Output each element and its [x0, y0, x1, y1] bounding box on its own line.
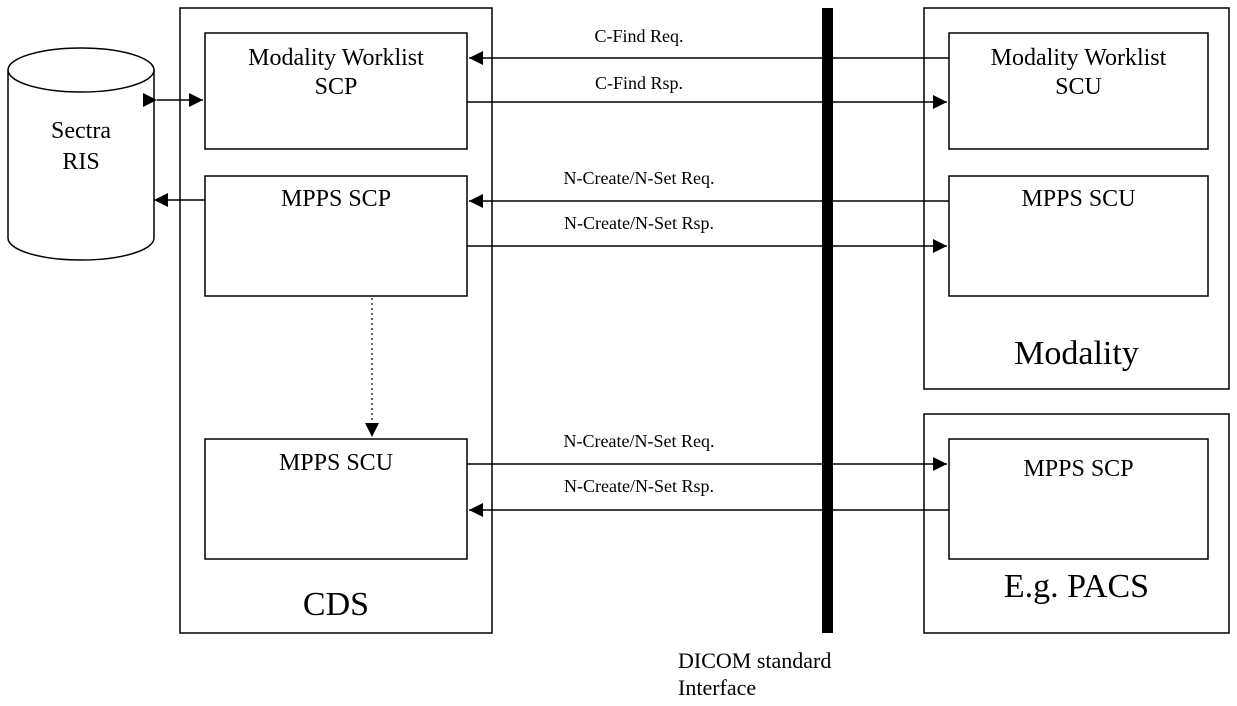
pacs-label: E.g. PACS	[1003, 568, 1150, 605]
cds-mpps-scp-label: MPPS SCP	[280, 186, 392, 212]
cfind-req-label: C-Find Req.	[594, 26, 684, 46]
cds-worklist-scp-box	[204, 32, 468, 150]
modality-container	[923, 7, 1230, 390]
cds-mpps-scp-box	[204, 175, 468, 297]
modality-worklist-scu-line1: Modality Worklist	[990, 45, 1167, 71]
modality-mpps-scu-label: MPPS SCU	[1021, 186, 1136, 212]
interface-label-line2: Interface	[678, 675, 757, 700]
modality-mpps-scu-box	[948, 175, 1209, 297]
modality-worklist-scu-box	[948, 32, 1209, 150]
cds-worklist-scp-line2: SCP	[314, 74, 358, 100]
cds-mpps-scu-label: MPPS SCU	[278, 450, 394, 476]
cds-mpps-scu-box	[204, 438, 468, 560]
interface-label-line1: DICOM standard	[678, 648, 832, 673]
database-label-line1: Sectra	[51, 118, 111, 144]
modality-label: Modality	[1014, 335, 1139, 372]
ncreate-rsp-bottom-label: N-Create/N-Set Rsp.	[564, 476, 714, 496]
ncreate-req-bottom-label: N-Create/N-Set Req.	[563, 431, 715, 451]
ncreate-req-top-label: N-Create/N-Set Req.	[563, 168, 715, 188]
cfind-rsp-label: C-Find Rsp.	[594, 73, 684, 93]
cds-container	[179, 7, 493, 634]
cds-worklist-scp-line1: Modality Worklist	[248, 45, 424, 71]
pacs-mpps-scp-box	[948, 438, 1209, 560]
dicom-interface-bar	[822, 8, 833, 633]
database-cylinder	[7, 47, 155, 261]
pacs-mpps-scp-label: MPPS SCP	[1023, 456, 1134, 482]
ncreate-rsp-top-label: N-Create/N-Set Rsp.	[564, 213, 714, 233]
pacs-container	[923, 413, 1230, 634]
modality-worklist-scu-line2: SCU	[1055, 74, 1102, 100]
cds-label: CDS	[302, 586, 370, 623]
database-label-line2: RIS	[62, 149, 100, 175]
